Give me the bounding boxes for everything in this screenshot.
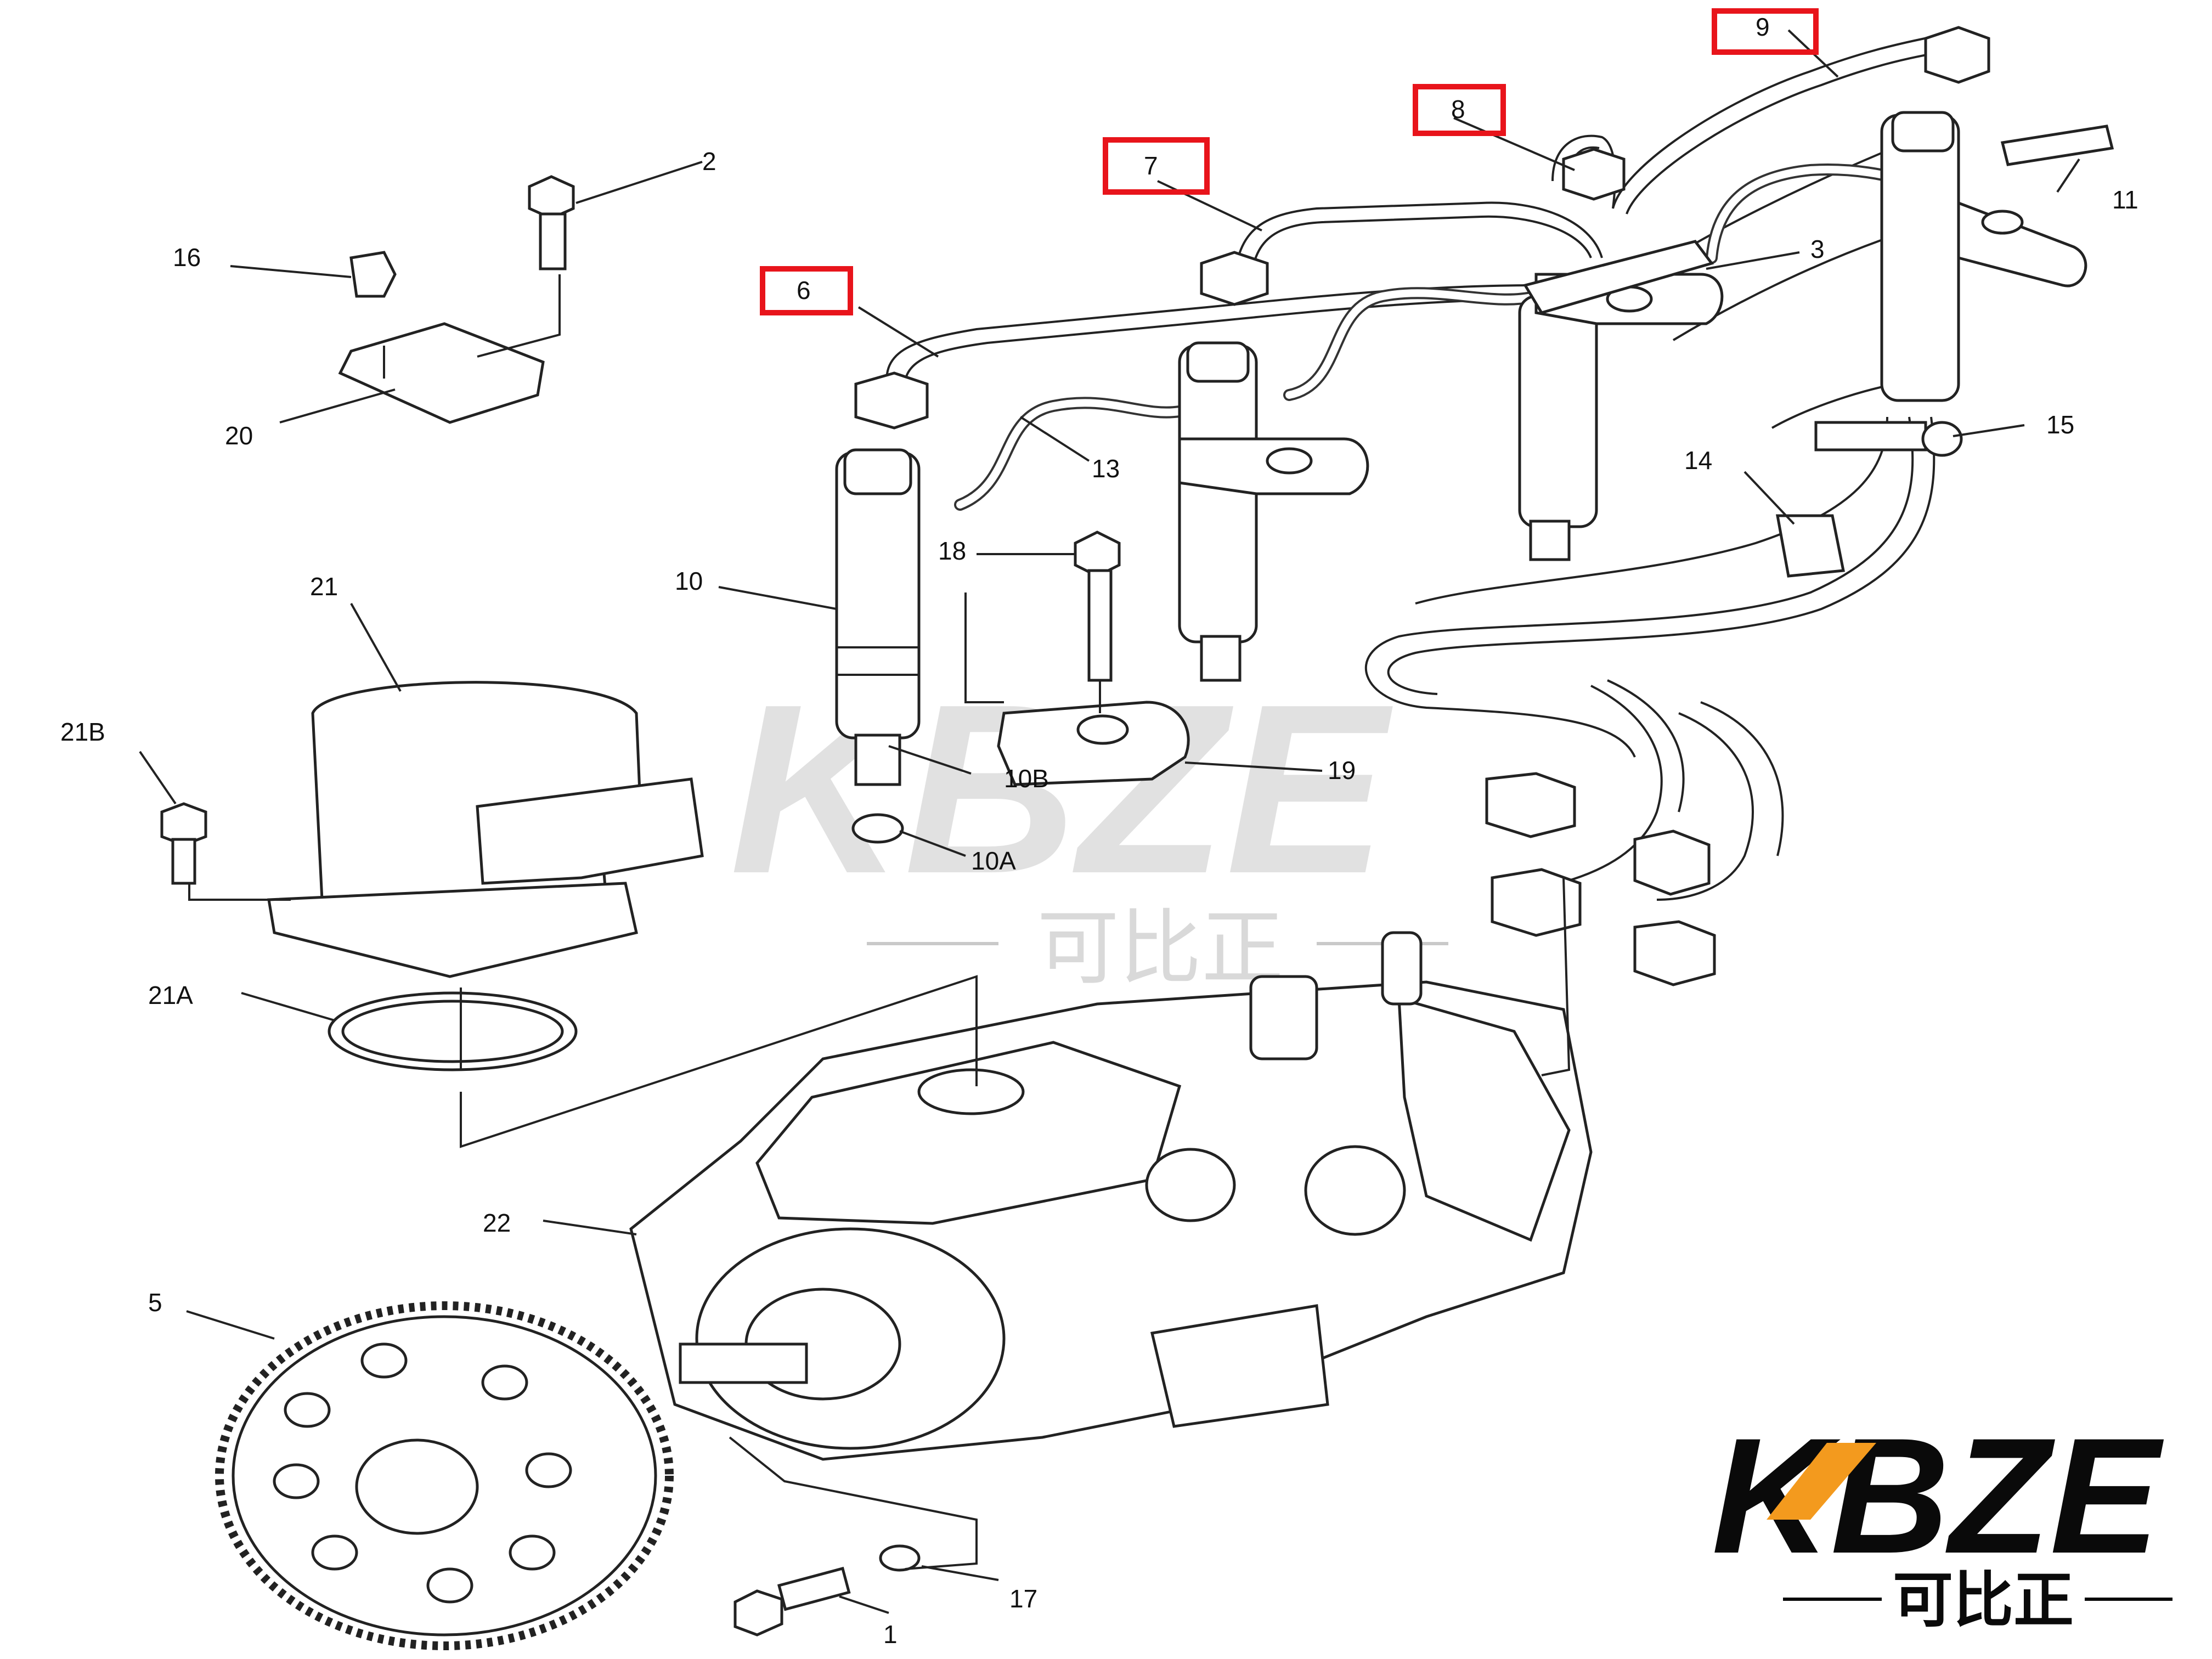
fuel-pump-22 — [629, 931, 1593, 1461]
line-nuts — [854, 26, 1990, 430]
watermark-chinese: 可比正 — [1037, 901, 1284, 996]
highlight-box-9 — [1712, 8, 1819, 55]
actuator-21 — [267, 681, 704, 978]
bolt-2 — [528, 175, 575, 270]
label-19: 19 — [1328, 756, 1356, 785]
clamp-19-hole — [1076, 714, 1129, 745]
label-7: 7 — [1144, 151, 1158, 180]
callout-leaders — [139, 29, 2080, 1614]
label-2: 2 — [702, 147, 716, 176]
fuel-lines — [885, 32, 1959, 901]
label-11: 11 — [2112, 185, 2138, 214]
highlight-box-6 — [760, 266, 853, 315]
bracket-14 — [1776, 514, 1845, 578]
bolt-21B — [160, 802, 207, 885]
label-21B: 21B — [60, 718, 105, 746]
injector-3 — [1518, 273, 1724, 561]
gear-5 — [215, 1301, 674, 1650]
highlight-box-8 — [1413, 84, 1506, 136]
label-20: 20 — [225, 421, 253, 450]
highlight-boxes — [760, 8, 1819, 315]
clamp-15-bolt — [1921, 421, 1963, 457]
label-21: 21 — [310, 572, 338, 601]
clamp-3 — [1523, 240, 1714, 314]
label-14: 14 — [1684, 446, 1712, 475]
label-21A: 21A — [148, 981, 193, 1009]
callout-labels: 2 16 20 6 7 8 9 3 11 13 14 15 18 10 10B … — [60, 13, 2138, 1649]
logo-accent — [1767, 1443, 1876, 1520]
washer-17 — [879, 1544, 921, 1572]
label-15: 15 — [2046, 410, 2074, 439]
leak-off-hose — [954, 163, 1915, 511]
label-5: 5 — [148, 1288, 162, 1317]
label-10B: 10B — [1004, 764, 1049, 793]
injector-4 — [1880, 111, 2087, 402]
label-8: 8 — [1451, 95, 1465, 123]
label-9: 9 — [1756, 13, 1770, 41]
bolt-1 — [733, 1566, 851, 1637]
label-18: 18 — [938, 537, 966, 565]
injectors — [835, 111, 2087, 786]
clip-16 — [349, 251, 397, 298]
label-6: 6 — [797, 276, 811, 304]
label-3: 3 — [1810, 235, 1825, 263]
assembly-lines — [188, 274, 1571, 1570]
pin-11 — [2000, 125, 2114, 166]
label-1: 1 — [883, 1620, 898, 1649]
highlight-box-7 — [1103, 137, 1210, 195]
injector-1 — [835, 448, 921, 786]
pump-line-nuts — [1485, 772, 1716, 986]
injector-2 — [1178, 341, 1369, 682]
watermark-brand: KBZE — [730, 654, 1396, 924]
logo-chinese: 可比正 — [1893, 1565, 2074, 1635]
bracket-20 — [338, 322, 545, 424]
label-13: 13 — [1092, 454, 1120, 483]
washer-10A — [851, 813, 904, 844]
kbze-logo: KBZE 可比正 — [1712, 1403, 2172, 1635]
label-22: 22 — [483, 1209, 511, 1237]
label-17: 17 — [1009, 1584, 1037, 1613]
label-16: 16 — [173, 243, 201, 272]
label-10: 10 — [675, 567, 703, 595]
bolt-18 — [1074, 531, 1121, 682]
watermark: KBZE 可比正 — [730, 654, 1448, 996]
label-10A: 10A — [971, 847, 1016, 875]
clamp-15 — [1814, 421, 1927, 452]
logo-brand: KBZE — [1712, 1403, 2165, 1588]
